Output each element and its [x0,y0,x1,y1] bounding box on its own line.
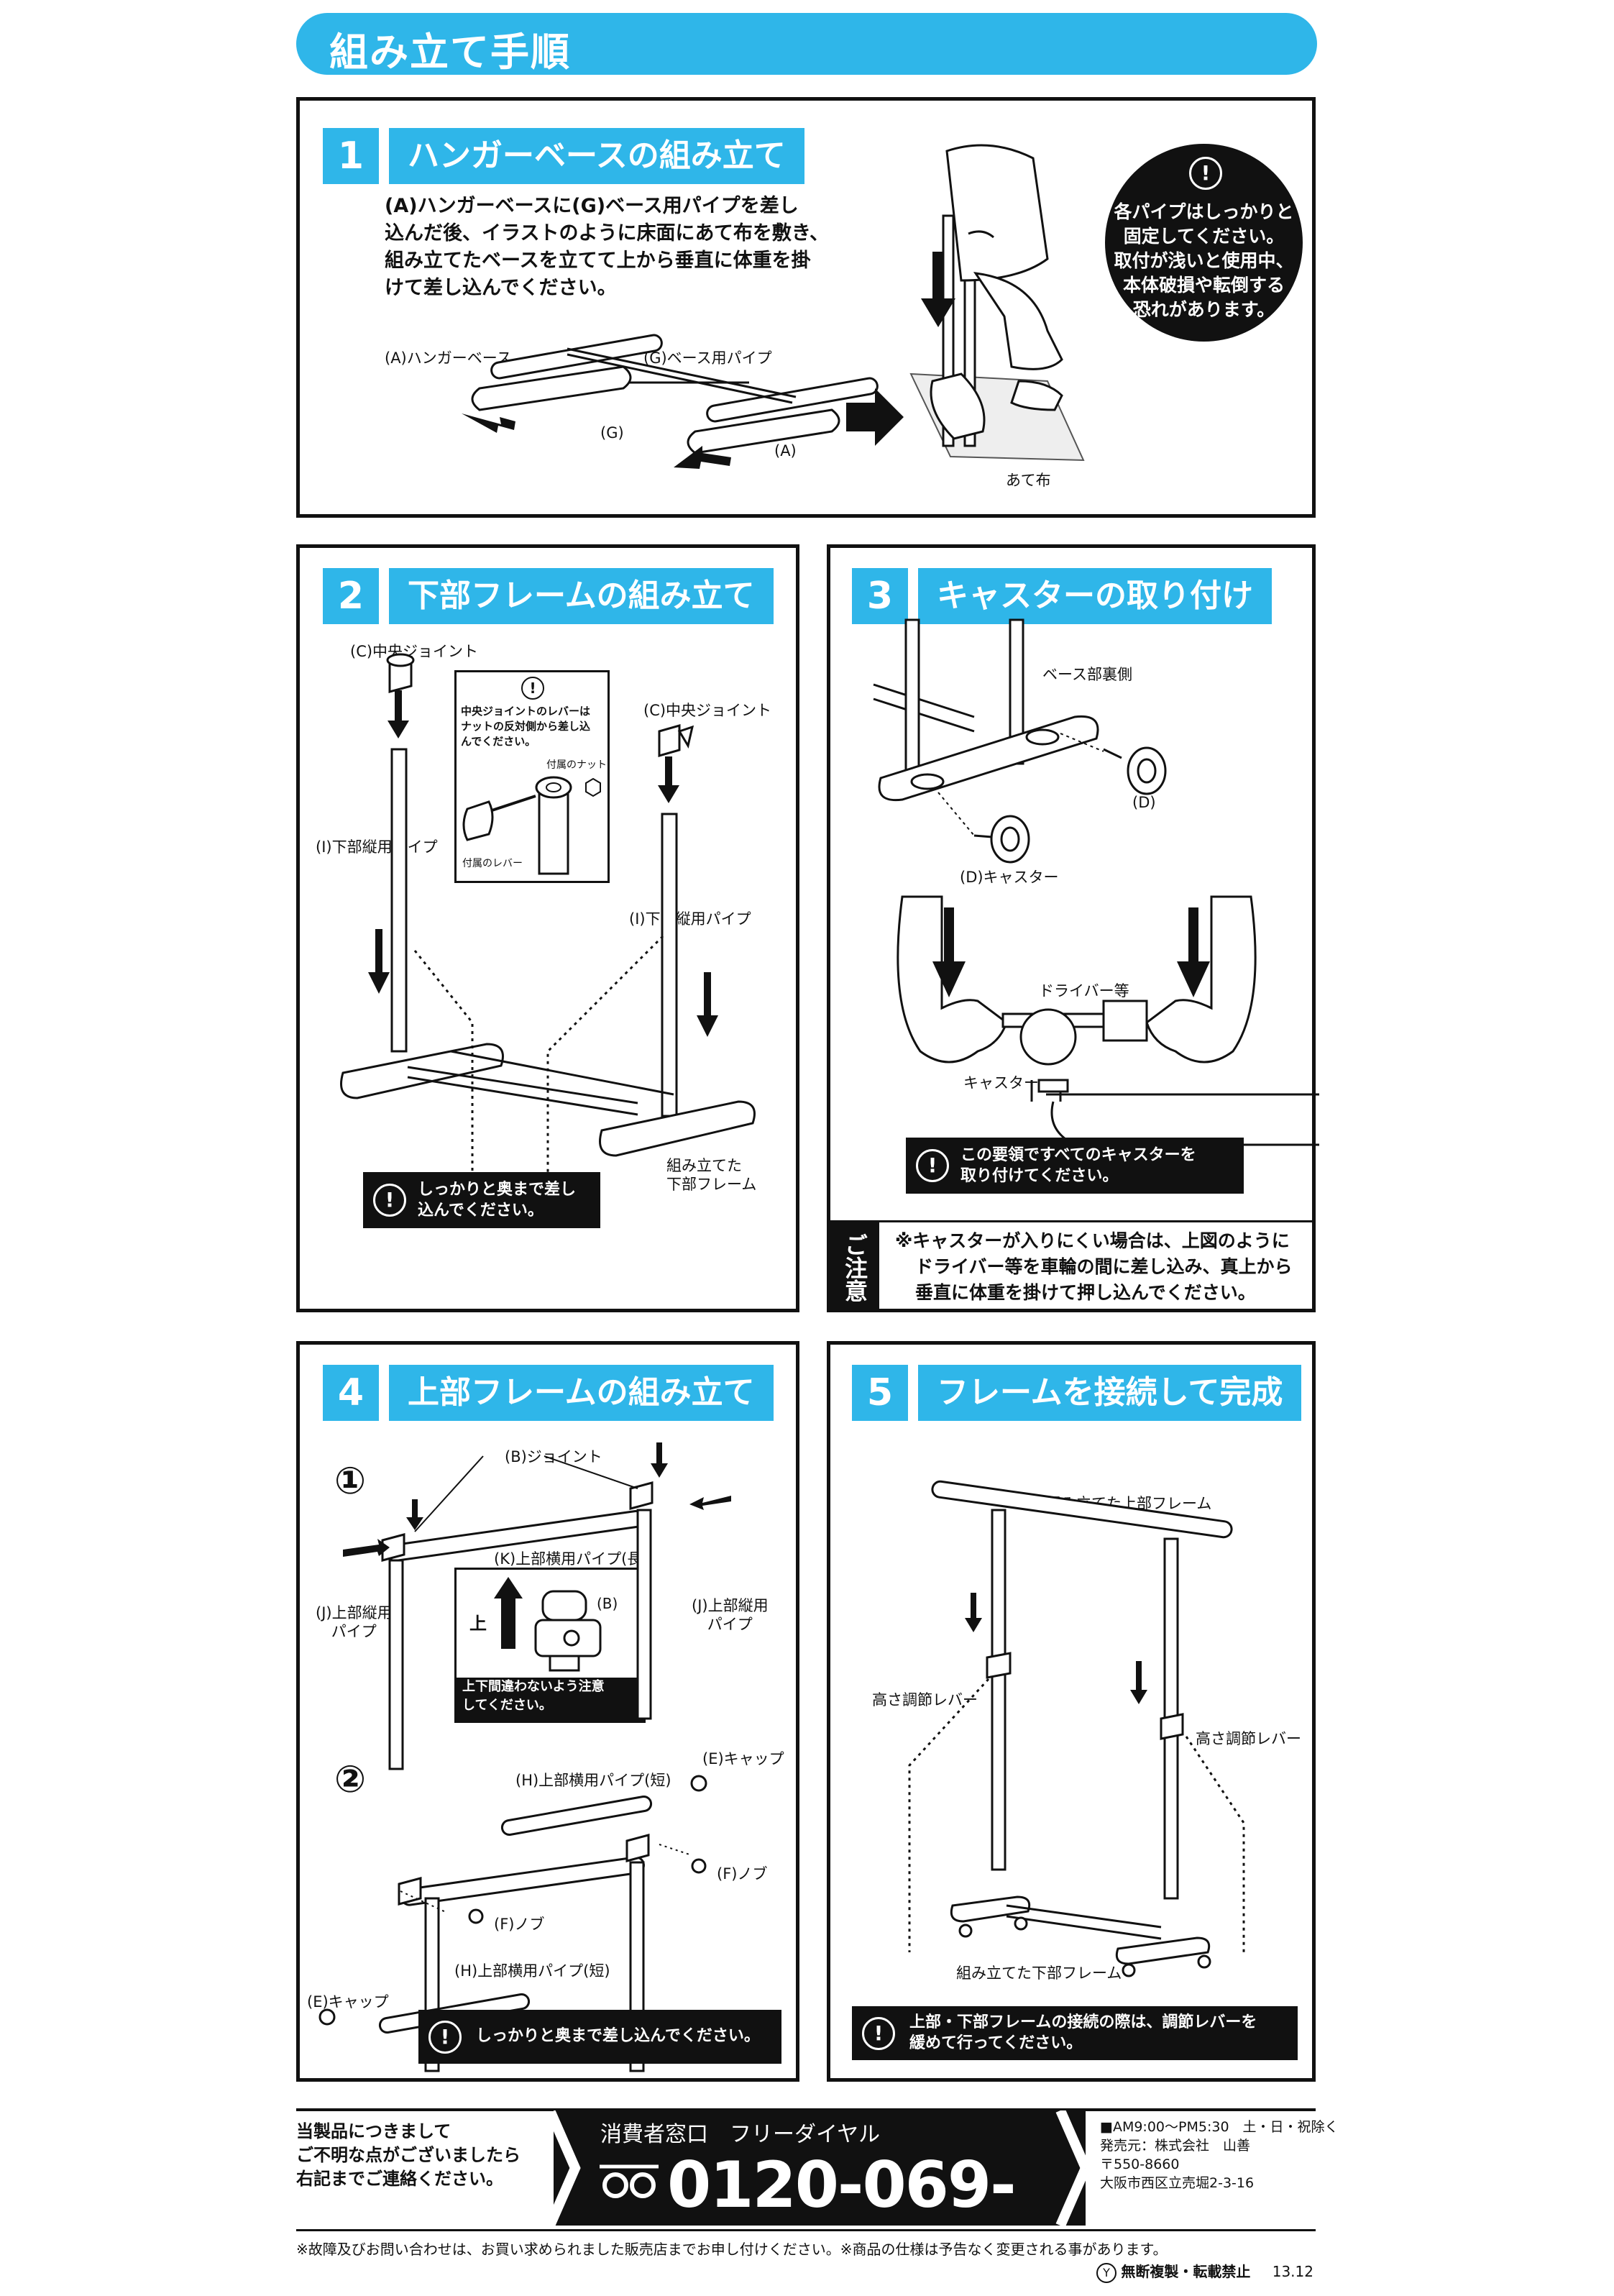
footer-disclaimer: ※故障及びお問い合わせは、お買い求められました販売店までお申し付けください。※商… [296,2241,1168,2258]
substep-2: ② [334,1758,367,1801]
label-lower-frame: 組み立てた 下部フレーム [666,1157,757,1193]
hotline-title: 消費者窓口 フリーダイヤル [600,2122,881,2147]
label-h-pipe-top: (H)上部横用パイプ(短) [515,1772,671,1789]
note-warning-icon: ! [916,1149,949,1182]
step4-title: 上部フレームの組み立て [389,1365,774,1421]
down-arrow-icon [921,252,955,327]
label-j-right: (J)上部縦用 パイプ [692,1597,769,1633]
label-b-joint: (B)ジョイント [505,1448,602,1465]
footer-top-rule [296,2108,1316,2111]
next-arrow-icon [846,388,904,446]
step2-note: ! しっかりと奥まで差し 込んでください。 [363,1172,600,1228]
label-d: (D) [1132,794,1156,811]
label-nut: 付属のナット [546,759,607,771]
label-e-cap-bottom: (E)キャップ [307,1993,389,2011]
step2-panel: 2 下部フレームの組み立て (C)中央ジョイント (C)中央ジョイント (I)下… [296,544,799,1312]
freedial-icon [597,2162,661,2200]
label-c-joint-right: (C)中央ジョイント [643,702,772,719]
caution-label: ご注意 [830,1222,879,1312]
label-base-back: ベース部裏側 [1042,666,1132,683]
label-b: (B) [597,1595,618,1612]
step3-illustration [873,618,1319,1146]
label-driver: ドライバー等 [1039,982,1129,1000]
label-j-left: (J)上部縦用 パイプ [316,1604,393,1640]
label-i-pipe-right: (I)下部縦用パイプ [629,910,751,928]
note-warning-icon: ! [428,2021,462,2054]
step5-arrows [965,1593,1147,1704]
print-date: 13.12 [1272,2263,1313,2280]
step3-panel: 3 キャスターの取り付け ベース部裏側 (D) (D)キャスター ドライバー等 … [827,544,1319,1312]
step2-arrows [368,690,718,1037]
warning-icon: ! [1189,157,1222,190]
label-caster: キャスター [963,1074,1039,1092]
label-lower-frame-5: 組み立てた下部フレーム [956,1965,1122,1982]
joint-orientation-inset: 上 (B) 上下間違わないよう注意 してください。 [454,1568,646,1723]
step5-title: フレームを接続して完成 [918,1365,1302,1421]
step2-title: 下部フレームの組み立て [389,568,774,624]
step5-panel: 5 フレームを接続して完成 組み立てた上部フレーム 高さ調節レバー 高さ調節レバ… [827,1341,1316,2082]
step3-number: 3 [852,568,908,624]
label-a: (A) [774,442,797,459]
step3-arrows [932,907,1210,997]
label-lever-right: 高さ調節レバー [1196,1730,1301,1747]
note-warning-icon: ! [373,1184,406,1217]
label-lever: 付属のレバー [462,858,523,869]
footer-company-info: ■AM9:00〜PM5:30 土・日・祝除く 発売元：株式会社 山善 〒550-… [1100,2119,1339,2191]
page-title-banner: 組み立て手順 [296,13,1317,75]
step5-note: ! 上部・下部フレームの接続の際は、調節レバーを 緩めて行ってください。 [852,2006,1298,2060]
copyright-text: 無断複製・転載禁止 [1121,2263,1251,2280]
step1-title: ハンガーベースの組み立て [389,128,804,184]
label-g-base-pipe: (G)ベース用パイプ [643,349,772,367]
footer-hotline: 消費者窓口 フリーダイヤル 0120-069-060 [554,2110,1086,2296]
step5-number: 5 [852,1365,908,1421]
pipe-warning-badge: ! 各パイプはしっかりと 固定してください。 取付が浅いと使用中、 本体破損や転… [1105,144,1303,342]
label-cloth: あて布 [1006,472,1051,489]
step1-number: 1 [323,128,379,184]
step2-illustration [340,653,756,1202]
step4-number: 4 [323,1365,379,1421]
label-lever-left: 高さ調節レバー [872,1691,978,1709]
label-f-knob-right: (F)ノブ [717,1865,768,1883]
label-g: (G) [600,424,624,442]
step4-illustration [318,1442,731,2072]
step3-note: ! この要領ですべてのキャスターを 取り付けてください。 [906,1138,1244,1194]
footer-contact-intro: 当製品につきまして ご不明な点がございましたら 右記までご連絡ください。 [296,2121,521,2189]
page-title: 組み立て手順 [329,29,571,75]
step4-arrows [343,1442,731,1557]
footer-bottom-rule [296,2229,1316,2231]
label-c-joint-left: (C)中央ジョイント [350,643,479,660]
copyright-row: Y 無断複製・転載禁止 13.12 [1096,2260,1313,2283]
label-i-pipe-left: (I)下部縦用パイプ [316,838,438,856]
label-up: 上 [469,1614,487,1634]
label-e-cap-top: (E)キャップ [702,1750,784,1767]
hotline-number: 0120-069-060 [667,2148,1017,2296]
copyright-mark: Y [1096,2263,1116,2283]
substep-1: ① [334,1460,367,1503]
label-h-pipe-bottom: (H)上部横用パイプ(短) [454,1962,610,1980]
label-a-hanger-base: (A)ハンガーベース [385,349,512,367]
caution-box: ご注意 ※キャスターが入りにくい場合は、上図のように ドライバー等を車輪の間に差… [830,1220,1313,1312]
step5-illustration [908,1480,1245,1977]
step4-note: ! しっかりと奥まで差し込んでください。 [418,2010,781,2064]
push-arrows [462,413,731,469]
step4-panel: 4 上部フレームの組み立て ① ② (B)ジョイント (K)上部横用パイプ(長)… [296,1341,799,2082]
step1-panel: 1 ハンガーベースの組み立て (A)ハンガーベースに(G)ベース用パイプを差し … [296,97,1316,518]
note-warning-icon: ! [862,2017,895,2050]
step1-illustration [462,144,1085,469]
label-d-caster: (D)キャスター [960,869,1059,886]
step3-title: キャスターの取り付け [918,568,1272,624]
lever-inset: ! 中央ジョイントのレバーは ナットの反対側から差し込 んでください。 付属のナ… [454,670,610,883]
label-f-knob-left: (F)ノブ [494,1916,545,1933]
inset-warning-icon: ! [521,677,544,700]
step2-number: 2 [323,568,379,624]
label-k-pipe: (K)上部横用パイプ(長) [494,1550,648,1568]
step1-instructions: (A)ハンガーベースに(G)ベース用パイプを差し 込んだ後、イラストのように床面… [385,195,830,299]
